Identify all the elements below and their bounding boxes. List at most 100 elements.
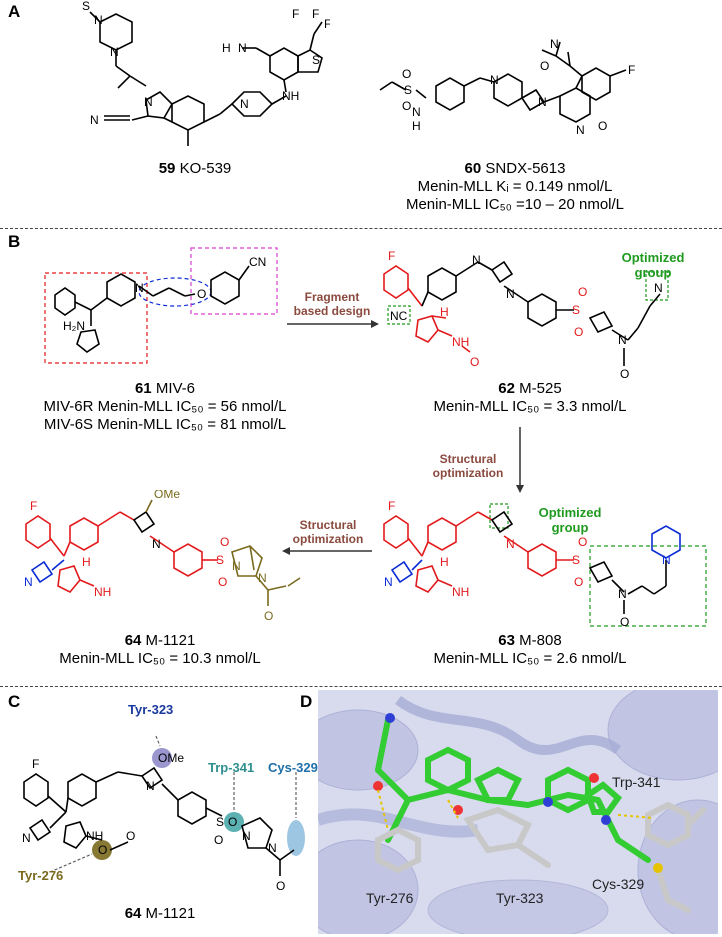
svg-text:O: O bbox=[620, 367, 629, 380]
svg-text:N: N bbox=[618, 333, 627, 347]
svg-text:F: F bbox=[388, 499, 395, 513]
svg-text:NH: NH bbox=[94, 585, 111, 599]
svg-text:O: O bbox=[470, 355, 479, 369]
svg-text:NH: NH bbox=[282, 89, 299, 103]
residue-label-cys329-c: Cys-329 bbox=[268, 760, 318, 775]
svg-text:F: F bbox=[30, 499, 37, 513]
compound-62-structure: F NC H NH O N N S O O N O N bbox=[383, 249, 669, 380]
compound-61-caption: 61 MIV-6 MIV-6R Menin-MLL IC₅₀ = 56 nmol… bbox=[43, 380, 287, 433]
svg-text:N: N bbox=[490, 73, 499, 87]
panel-c-label: C bbox=[8, 692, 21, 711]
divider-a-b bbox=[0, 228, 722, 229]
arrow-fragment bbox=[287, 320, 379, 328]
svg-text:N: N bbox=[146, 779, 155, 793]
residue-label-trp341-c: Trp-341 bbox=[208, 760, 255, 775]
svg-text:NH: NH bbox=[86, 829, 103, 843]
svg-text:N: N bbox=[238, 41, 247, 55]
svg-text:F: F bbox=[324, 17, 330, 31]
arrow-fragment-label: Fragment based design bbox=[293, 290, 371, 318]
svg-text:O: O bbox=[214, 833, 223, 847]
svg-text:CN: CN bbox=[249, 255, 266, 269]
svg-text:N: N bbox=[538, 95, 547, 109]
residue-label-tyr323-d: Tyr-323 bbox=[496, 890, 544, 906]
protein-ligand-render bbox=[318, 690, 718, 934]
svg-text:H₂N: H₂N bbox=[63, 319, 85, 333]
svg-text:H: H bbox=[440, 305, 449, 319]
svg-text:N: N bbox=[242, 829, 251, 843]
arrow-structural-down bbox=[516, 427, 524, 493]
svg-text:O: O bbox=[620, 615, 629, 629]
svg-text:N: N bbox=[22, 831, 31, 845]
compound-63-caption: 63 M-808 Menin-MLL IC₅₀ = 2.6 nmol/L bbox=[433, 632, 627, 667]
svg-text:F: F bbox=[292, 7, 299, 21]
svg-text:H: H bbox=[222, 41, 231, 55]
svg-text:O: O bbox=[276, 879, 285, 893]
svg-text:O: O bbox=[126, 829, 135, 843]
svg-text:O: O bbox=[402, 67, 411, 81]
svg-text:OMe: OMe bbox=[158, 751, 184, 765]
svg-text:N: N bbox=[110, 45, 119, 59]
svg-text:S: S bbox=[216, 553, 224, 567]
svg-text:O: O bbox=[228, 815, 237, 829]
optimized-group-label-62: Optimized group bbox=[621, 250, 685, 280]
svg-text:F: F bbox=[628, 63, 635, 77]
svg-text:N: N bbox=[472, 253, 481, 267]
svg-text:N: N bbox=[152, 537, 161, 551]
panel-b-label: B bbox=[8, 232, 21, 251]
svg-text:N: N bbox=[618, 587, 627, 601]
svg-text:S: S bbox=[312, 53, 320, 67]
svg-text:F: F bbox=[312, 7, 319, 21]
residue-label-tyr276-c: Tyr-276 bbox=[18, 868, 64, 883]
svg-text:S: S bbox=[572, 553, 580, 567]
svg-text:O: O bbox=[578, 285, 587, 299]
svg-text:NC: NC bbox=[390, 309, 408, 323]
svg-text:O: O bbox=[540, 59, 549, 73]
svg-text:F: F bbox=[32, 757, 39, 771]
svg-text:N: N bbox=[232, 559, 241, 573]
svg-text:N: N bbox=[240, 97, 249, 111]
svg-text:N: N bbox=[654, 281, 663, 295]
svg-text:H: H bbox=[412, 119, 421, 133]
svg-text:N: N bbox=[412, 105, 421, 119]
panel-a-label: A bbox=[8, 2, 21, 21]
svg-text:N: N bbox=[506, 287, 515, 301]
compound-59-caption: 59 KO-539 bbox=[158, 160, 232, 177]
svg-text:H: H bbox=[82, 555, 91, 569]
svg-text:S: S bbox=[216, 815, 224, 829]
protein-structure-view bbox=[318, 690, 718, 934]
residue-label-trp341-d: Trp-341 bbox=[612, 774, 661, 790]
residue-label-tyr323-c: Tyr-323 bbox=[128, 702, 174, 717]
svg-text:O: O bbox=[220, 535, 229, 549]
svg-text:H: H bbox=[440, 555, 449, 569]
svg-text:S: S bbox=[572, 303, 580, 317]
svg-text:N: N bbox=[550, 37, 559, 51]
svg-text:N: N bbox=[268, 841, 277, 855]
compound-61-structure: N H₂N O CN bbox=[44, 247, 278, 364]
svg-text:O: O bbox=[264, 609, 273, 623]
residue-label-tyr276-d: Tyr-276 bbox=[366, 890, 414, 906]
svg-text:O: O bbox=[578, 535, 587, 549]
compound-62-caption: 62 M-525 Menin-MLL IC₅₀ = 3.3 nmol/L bbox=[433, 380, 627, 415]
svg-text:O: O bbox=[197, 287, 206, 301]
arrow-structural-label-2: Structural optimization bbox=[292, 518, 364, 546]
svg-text:N: N bbox=[90, 113, 99, 127]
svg-text:N: N bbox=[662, 553, 671, 567]
svg-text:O: O bbox=[218, 575, 227, 589]
svg-text:N: N bbox=[258, 571, 267, 585]
compound-60-caption: 60 SNDX-5613 Menin-MLL Kᵢ = 0.149 nmol/L… bbox=[405, 160, 625, 213]
svg-text:N: N bbox=[24, 575, 33, 589]
arrow-structural-left bbox=[282, 547, 372, 555]
svg-text:O: O bbox=[598, 119, 607, 133]
svg-text:N: N bbox=[384, 575, 393, 589]
compound-64-caption: 64 M-1121 Menin-MLL IC₅₀ = 10.3 nmol/L bbox=[59, 632, 261, 667]
svg-text:S: S bbox=[404, 83, 412, 97]
svg-text:NH: NH bbox=[452, 585, 469, 599]
compound-59-structure: S N N N N N NH H N S F F F bbox=[82, 0, 330, 146]
compound-63-structure: F H NH N N S O O N O N bbox=[383, 499, 707, 629]
svg-text:F: F bbox=[388, 249, 395, 263]
svg-text:N: N bbox=[94, 13, 103, 27]
svg-text:O: O bbox=[574, 575, 583, 589]
compound-64-caption-c: 64 M-1121 bbox=[124, 905, 196, 922]
residue-label-cys329-d: Cys-329 bbox=[592, 876, 645, 892]
arrow-structural-label-1: Structural optimization bbox=[432, 452, 504, 480]
